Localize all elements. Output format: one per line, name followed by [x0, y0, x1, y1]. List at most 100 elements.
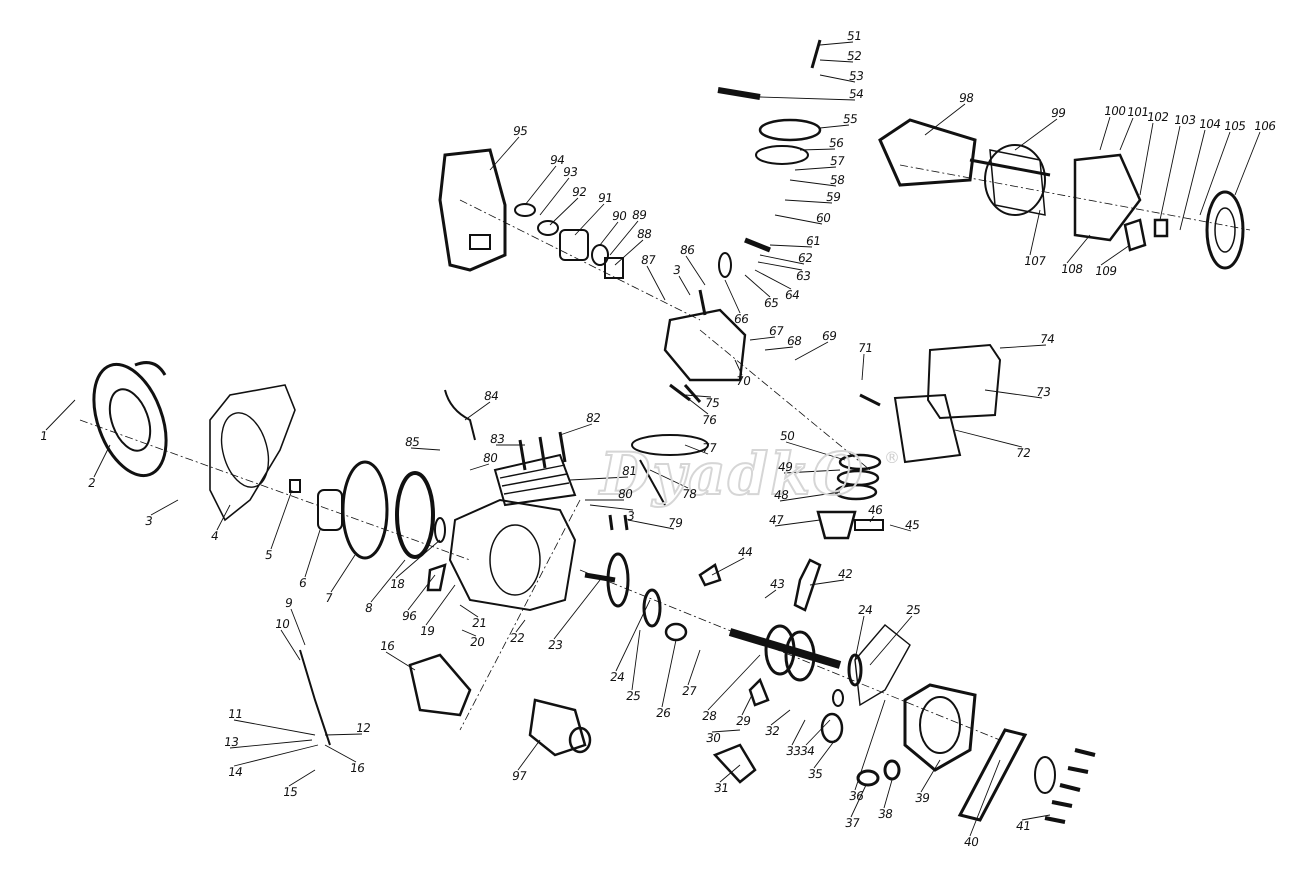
callout-label-78: 78	[681, 487, 698, 501]
leader-line-62	[759, 254, 805, 265]
callout-label-35: 35	[807, 767, 824, 781]
leader-line-15	[288, 769, 316, 787]
leader-line-37	[850, 784, 867, 818]
callout-label-73: 73	[1035, 385, 1052, 399]
leader-line-99	[1014, 118, 1058, 151]
leader-line-16	[385, 651, 416, 671]
governor-and-misc	[299, 389, 844, 784]
leader-line-19	[425, 584, 456, 626]
leader-line-12	[324, 733, 363, 736]
leader-line-61	[769, 244, 813, 248]
leader-line-76	[689, 399, 709, 415]
leader-line-39	[920, 759, 941, 793]
callout-label-79: 79	[667, 516, 684, 530]
leader-line-56	[799, 148, 836, 151]
callout-label-47: 47	[768, 513, 785, 527]
callout-label-25: 25	[905, 603, 922, 617]
leader-line-57	[794, 166, 837, 171]
callout-label-77: 77	[701, 441, 718, 455]
leader-line-79	[627, 519, 675, 530]
leader-line-22	[515, 619, 526, 633]
callout-label-55: 55	[842, 112, 859, 126]
leader-line-63	[757, 261, 803, 271]
callout-label-75: 75	[704, 396, 721, 410]
callout-label-107: 107	[1023, 254, 1047, 268]
callout-label-58: 58	[829, 173, 846, 187]
callout-label-32: 32	[764, 724, 781, 738]
recoil-starter	[92, 361, 168, 478]
flywheel	[289, 460, 446, 560]
leader-line-20	[461, 629, 477, 637]
callout-label-30: 30	[705, 731, 722, 745]
callout-label-40: 40	[963, 835, 980, 849]
leader-line-48	[779, 491, 841, 502]
callout-label-49: 49	[777, 460, 794, 474]
leader-line-84	[464, 401, 491, 421]
leader-line-100	[1099, 116, 1111, 151]
leader-line-42	[809, 579, 845, 586]
callout-label-14: 14	[227, 765, 244, 779]
callout-label-45: 45	[904, 518, 921, 532]
leader-line-30	[711, 729, 741, 733]
leader-line-45	[889, 524, 912, 532]
callout-label-60: 60	[815, 211, 832, 225]
callout-label-56: 56	[828, 136, 845, 150]
callout-label-71: 71	[857, 341, 874, 355]
leader-line-86	[685, 255, 706, 286]
callout-label-106: 106	[1253, 119, 1277, 133]
callout-label-57: 57	[829, 154, 846, 168]
callout-label-101: 101	[1126, 105, 1150, 119]
leader-line-34	[805, 719, 831, 746]
callout-label-84: 84	[483, 389, 500, 403]
leader-line-105	[1199, 131, 1231, 216]
callout-label-43: 43	[769, 577, 786, 591]
registered-mark: ®	[884, 448, 900, 467]
callout-label-27: 27	[681, 684, 698, 698]
leader-line-9	[290, 608, 306, 646]
callout-label-54: 54	[848, 87, 865, 101]
leader-line-68	[764, 346, 794, 351]
leader-line-85	[410, 447, 441, 451]
leader-line-50	[785, 441, 846, 461]
watermark-logo: DyadkO	[599, 439, 865, 509]
leader-line-69	[794, 341, 829, 361]
callout-label-68: 68	[786, 334, 803, 348]
callout-label-24: 24	[609, 670, 626, 684]
callout-label-36: 36	[848, 789, 865, 803]
leader-line-44	[711, 557, 745, 576]
callout-label-10: 10	[274, 617, 291, 631]
callout-label-108: 108	[1060, 262, 1084, 276]
leader-line-52	[819, 59, 854, 63]
callout-label-11: 11	[227, 707, 244, 721]
leader-line-101	[1119, 117, 1134, 151]
leader-line-33	[791, 719, 806, 746]
callout-label-52: 52	[846, 49, 863, 63]
leader-line-91	[574, 203, 605, 236]
callout-label-92: 92	[571, 185, 588, 199]
leader-line-51	[819, 41, 854, 46]
leader-line-40	[969, 759, 1001, 837]
leader-line-16	[324, 744, 357, 763]
callout-label-83: 83	[489, 432, 506, 446]
callout-label-99: 99	[1050, 106, 1067, 120]
crankcase-cover	[854, 624, 1056, 822]
leader-line-4	[216, 504, 231, 531]
crankshaft	[584, 552, 863, 707]
callout-label-85: 85	[404, 435, 421, 449]
callout-label-74: 74	[1039, 332, 1056, 346]
callout-label-22: 22	[509, 631, 526, 645]
callout-label-104: 104	[1198, 117, 1222, 131]
leader-line-90	[599, 221, 619, 246]
leader-line-26	[661, 639, 677, 708]
callout-label-38: 38	[877, 807, 894, 821]
callout-label-34: 34	[799, 744, 816, 758]
callout-label-69: 69	[821, 329, 838, 343]
leader-line-1	[45, 399, 76, 431]
leader-line-41	[1021, 814, 1051, 821]
leader-line-92	[549, 197, 579, 226]
callout-label-105: 105	[1223, 119, 1247, 133]
leader-line-24	[615, 599, 651, 672]
leader-line-93	[539, 177, 570, 216]
leader-line-70	[734, 359, 743, 376]
callout-label-67: 67	[768, 324, 785, 338]
